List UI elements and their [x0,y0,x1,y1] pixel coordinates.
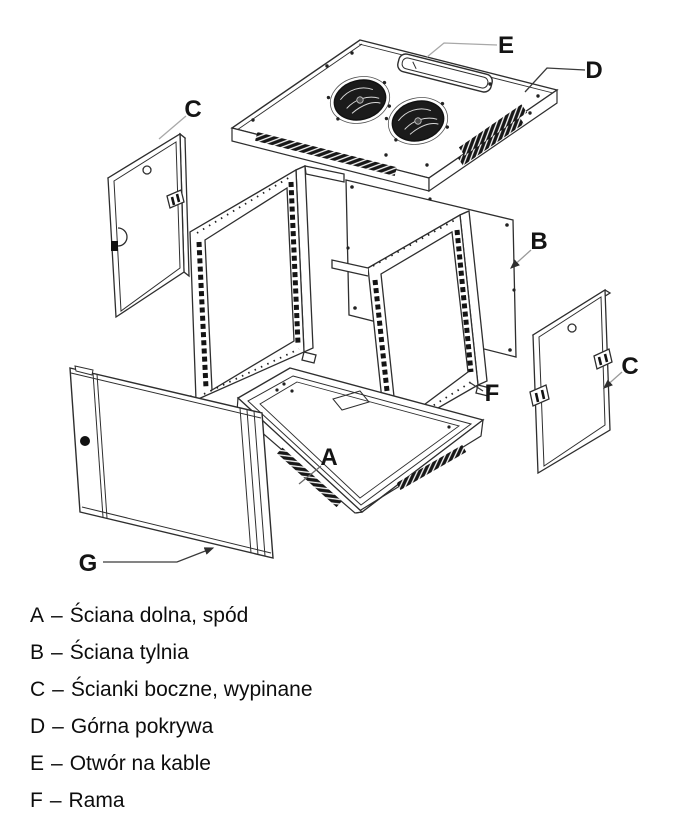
callout-e: E [498,32,514,59]
front-door [69,365,274,559]
cover-screw-holes [251,51,540,167]
callout-a: A [320,444,337,471]
door-top-bracket [74,365,94,376]
legend-part-name: Rama [68,789,125,812]
cover-vent-strip [458,104,528,156]
legend-separator: – [51,641,63,664]
leader-f [468,381,484,392]
door-lock-hole [80,436,90,446]
legend-item-a: A–Ściana dolna, spód [30,597,313,634]
legend-part-name: Otwór na kable [69,752,211,775]
leader-e [426,42,498,58]
callout-c-left: C [184,96,201,123]
legend-separator: – [52,678,64,701]
legend-separator: – [51,604,63,627]
panel-handle [117,227,128,247]
front-frame [188,165,345,412]
callout-d: D [585,57,602,84]
latch-clip [529,384,550,407]
legend-item-f: F–Rama [30,782,313,819]
side-panel-left [106,132,190,319]
legend-part-name: Ściana tylnia [69,641,189,664]
exploded-rack-diagram: E D C B C F A G [69,32,639,577]
legend-item-e: E–Otwór na kable [30,745,313,782]
tray-vent-strip [277,447,342,508]
front-frame-right-rail-holes [288,181,301,345]
leader-d [524,67,586,93]
leader-a [298,465,322,485]
legend-letter: D [30,715,46,738]
legend-letter: F [30,789,43,812]
legend-item-c: C–Ścianki boczne, wypinane [30,671,313,708]
legend-letter: B [30,641,45,664]
leader-g [103,547,215,563]
rear-frame-right-rail-holes [454,229,474,373]
legend-separator: – [51,752,63,775]
side-panel-right [529,288,613,475]
callout-b: B [530,228,547,255]
leader-c-right [603,371,623,389]
leader-lines [103,42,623,563]
callout-f: F [485,380,500,407]
callout-c-right: C [621,353,638,380]
cable-opening [397,53,493,93]
bottom-panel [236,367,485,514]
legend-item-d: D–Górna pokrywa [30,708,313,745]
cover-vent-strip [255,131,397,177]
leader-b [510,249,532,269]
legend-separator: – [49,789,62,812]
leader-c-left [158,115,187,140]
panel-hole [567,323,577,333]
legend-separator: – [52,715,64,738]
latch-clip [593,348,613,370]
callout-g: G [79,550,98,577]
legend-part-name: Ściana dolna, spód [69,604,249,627]
legend-letter: E [30,752,45,775]
callout-labels: E D C B C F A G [79,32,639,577]
tray-cable-cutout [332,390,370,411]
legend: A–Ściana dolna, spód B–Ściana tylnia C–Ś… [30,597,313,819]
top-cover [230,39,559,193]
back-panel-studs [346,185,516,352]
tray-vent-strip [396,445,467,490]
fan-grille [384,97,450,145]
legend-part-name: Ścianki boczne, wypinane [70,678,313,701]
legend-item-b: B–Ściana tylnia [30,634,313,671]
latch-clip [166,189,185,209]
cover-vent-strip [457,116,525,166]
legend-letter: A [30,604,45,627]
panel-hole [142,165,152,175]
fan-grille [326,76,392,124]
rear-frame [331,210,491,450]
legend-part-name: Górna pokrywa [70,715,214,738]
legend-letter: C [30,678,46,701]
